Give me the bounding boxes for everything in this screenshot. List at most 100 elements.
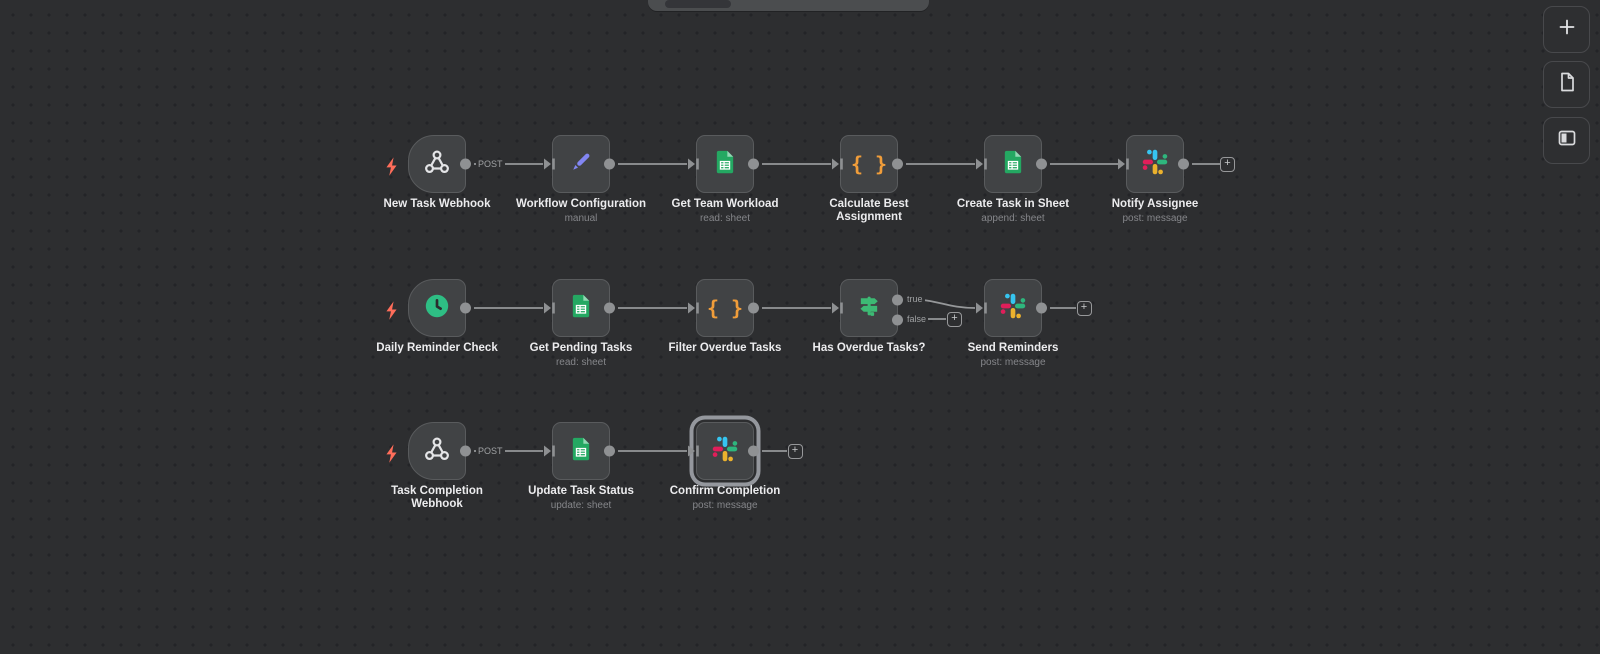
file-icon — [1555, 70, 1579, 99]
add-next-node-button[interactable]: + — [1220, 156, 1235, 172]
node-title: Notify Assignee — [1111, 198, 1199, 210]
google-sheets-icon — [711, 148, 739, 181]
node-box-task-completion-webhook[interactable] — [408, 422, 471, 480]
node-box-filter-overdue-tasks[interactable]: { } — [688, 279, 759, 337]
slack-icon — [711, 435, 739, 468]
node-title: Update Task Status — [528, 485, 634, 497]
plus-icon — [1555, 15, 1579, 44]
input-port[interactable] — [832, 301, 843, 315]
google-sheets-icon — [567, 292, 595, 325]
node-box-has-overdue-tasks[interactable] — [832, 279, 903, 337]
input-port[interactable] — [544, 301, 555, 315]
node-update-task-status: Update Task Status update: sheet — [509, 422, 654, 511]
node-box-update-task-status[interactable] — [544, 422, 615, 480]
node-filter-overdue-tasks: { } Filter Overdue Tasks — [653, 279, 798, 355]
code-braces-icon: { } — [850, 152, 888, 176]
switch-icon — [855, 292, 883, 325]
node-box-new-task-webhook[interactable] — [408, 135, 471, 193]
output-port[interactable] — [1036, 302, 1047, 314]
trigger-bolt-icon — [384, 156, 399, 176]
node-box-workflow-configuration[interactable] — [544, 135, 615, 193]
node-workflow-configuration: Workflow Configuration manual — [509, 135, 654, 224]
node-subtitle: post: message — [1122, 213, 1188, 224]
node-subtitle: post: message — [692, 500, 758, 511]
node-new-task-webhook: New Task Webhook — [365, 135, 510, 211]
node-box-create-task-in-sheet[interactable] — [976, 135, 1047, 193]
google-sheets-icon — [999, 148, 1027, 181]
toggle-panel-button[interactable] — [1543, 117, 1590, 164]
node-notify-assignee: Notify Assignee post: message — [1083, 135, 1228, 224]
pencil-icon — [567, 148, 595, 181]
slack-icon — [999, 292, 1027, 325]
google-sheets-icon — [567, 435, 595, 468]
top-toolbar[interactable] — [648, 0, 929, 11]
node-title: New Task Webhook — [383, 198, 491, 210]
output-port[interactable] — [892, 158, 903, 170]
node-title: Filter Overdue Tasks — [668, 342, 782, 354]
trigger-bolt-icon — [384, 443, 399, 463]
input-port[interactable] — [688, 301, 699, 315]
input-port[interactable] — [976, 301, 987, 315]
output-port-true[interactable] — [892, 294, 903, 306]
input-port[interactable] — [976, 157, 987, 171]
node-subtitle: manual — [564, 213, 598, 224]
node-box-send-reminders[interactable] — [976, 279, 1047, 337]
node-subtitle: read: sheet — [699, 213, 751, 224]
add-sticky-note-button[interactable] — [1543, 61, 1590, 108]
output-port[interactable] — [748, 445, 759, 457]
webhook-icon — [423, 435, 451, 468]
add-next-node-button[interactable]: + — [1076, 300, 1092, 316]
output-port[interactable] — [460, 445, 471, 457]
split-panel-icon — [1555, 126, 1579, 155]
output-port[interactable] — [604, 445, 615, 457]
node-title: Calculate Best Assignment — [829, 198, 909, 223]
output-port[interactable] — [1178, 158, 1189, 170]
input-port[interactable] — [832, 157, 843, 171]
top-toolbar-segment[interactable] — [665, 0, 731, 8]
add-next-node-button[interactable]: + — [787, 443, 803, 459]
node-subtitle: read: sheet — [555, 357, 607, 368]
output-port[interactable] — [748, 158, 759, 170]
output-port[interactable] — [604, 302, 615, 314]
node-title: Create Task in Sheet — [956, 198, 1070, 210]
node-box-get-team-workload[interactable] — [688, 135, 759, 193]
node-title: Confirm Completion — [669, 485, 781, 497]
code-braces-icon: { } — [706, 296, 744, 320]
node-box-calculate-best-assignment[interactable]: { } — [832, 135, 903, 193]
node-box-daily-reminder-check[interactable] — [408, 279, 471, 337]
output-port[interactable] — [604, 158, 615, 170]
node-get-team-workload: Get Team Workload read: sheet — [653, 135, 798, 224]
output-port[interactable] — [460, 302, 471, 314]
output-port-false[interactable] — [892, 314, 903, 326]
node-box-notify-assignee[interactable] — [1118, 135, 1189, 193]
input-port[interactable] — [1118, 157, 1129, 171]
node-subtitle: update: sheet — [550, 500, 612, 511]
node-title: Get Pending Tasks — [529, 342, 633, 354]
node-task-completion-webhook: Task Completion Webhook — [365, 422, 510, 511]
output-port[interactable] — [460, 158, 471, 170]
output-port[interactable] — [748, 302, 759, 314]
webhook-method-badge: POST — [476, 159, 505, 169]
node-title: Get Team Workload — [671, 198, 779, 210]
input-port[interactable] — [688, 157, 699, 171]
node-title: Send Reminders — [967, 342, 1059, 354]
node-box-confirm-completion[interactable] — [688, 422, 759, 480]
webhook-icon — [423, 148, 451, 181]
node-send-reminders: Send Reminders post: message — [941, 279, 1086, 368]
branch-label-true: true — [905, 294, 925, 304]
input-port[interactable] — [544, 444, 555, 458]
add-node-button[interactable] — [1543, 6, 1590, 53]
input-port[interactable] — [688, 444, 699, 458]
node-box-get-pending-tasks[interactable] — [544, 279, 615, 337]
add-next-node-button[interactable]: + — [947, 311, 962, 327]
output-port[interactable] — [1036, 158, 1047, 170]
input-port[interactable] — [544, 157, 555, 171]
node-title: Has Overdue Tasks? — [812, 342, 926, 354]
node-confirm-completion: Confirm Completion post: message — [653, 422, 798, 511]
node-create-task-in-sheet: Create Task in Sheet append: sheet — [941, 135, 1086, 224]
node-subtitle: append: sheet — [981, 213, 1045, 224]
clock-icon — [423, 292, 451, 325]
node-title: Task Completion Webhook — [391, 485, 483, 510]
webhook-method-badge: POST — [476, 446, 505, 456]
